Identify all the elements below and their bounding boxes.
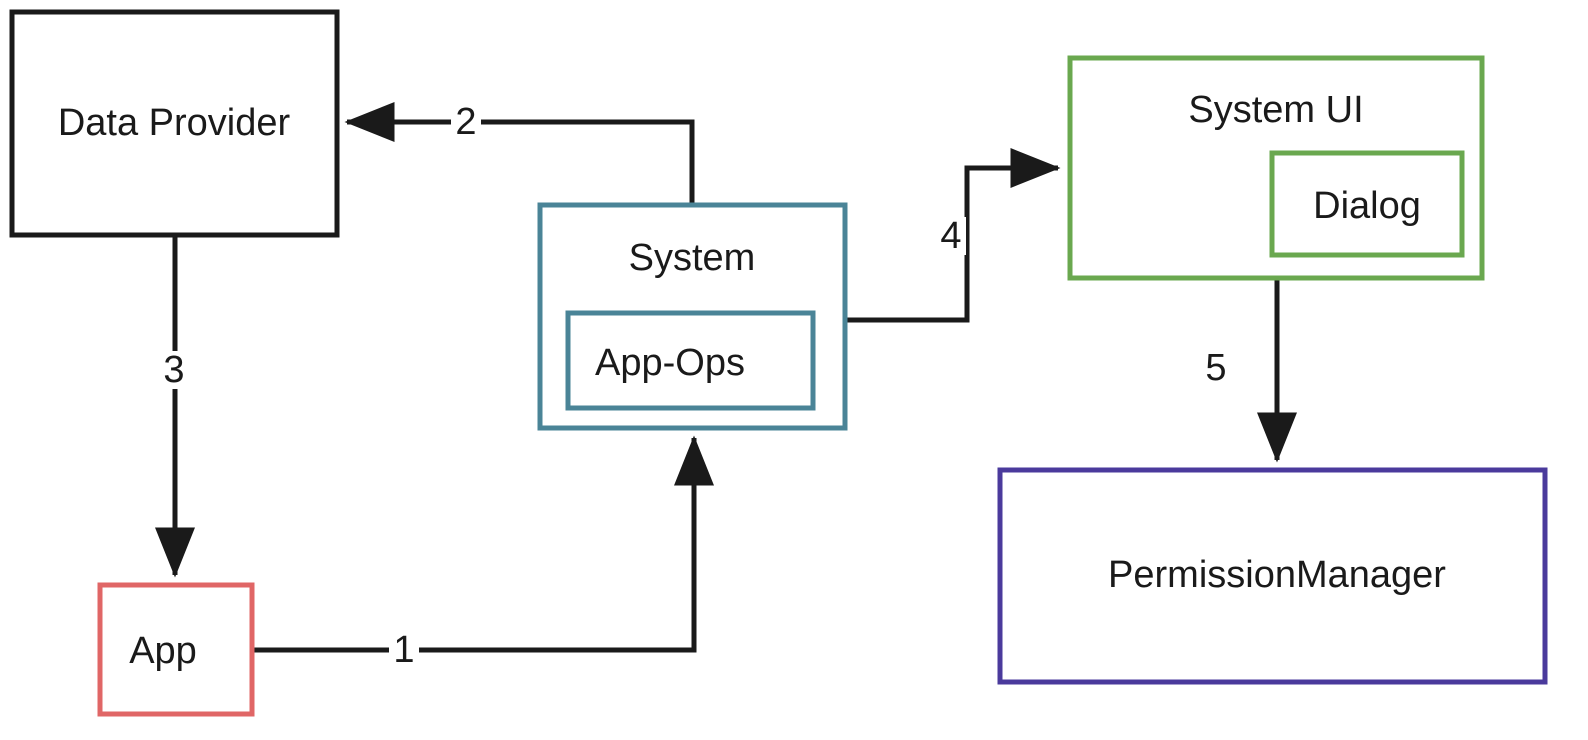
node-rect-app-ops — [565, 310, 816, 411]
node-rect-data-provider — [9, 9, 340, 238]
node-app-ops[interactable] — [568, 313, 813, 408]
node-dialog[interactable] — [1272, 153, 1462, 255]
node-rect-app — [97, 582, 255, 717]
edge-1 — [252, 435, 714, 653]
node-rect-permission-manager — [997, 467, 1548, 685]
node-rect-dialog — [1269, 150, 1465, 258]
node-permission-manager[interactable] — [1000, 470, 1545, 682]
edge-2 — [344, 102, 695, 205]
edge-4 — [845, 148, 1061, 323]
nodes-group — [9, 9, 1548, 717]
node-app[interactable] — [100, 585, 252, 714]
node-data-provider[interactable] — [12, 12, 337, 235]
